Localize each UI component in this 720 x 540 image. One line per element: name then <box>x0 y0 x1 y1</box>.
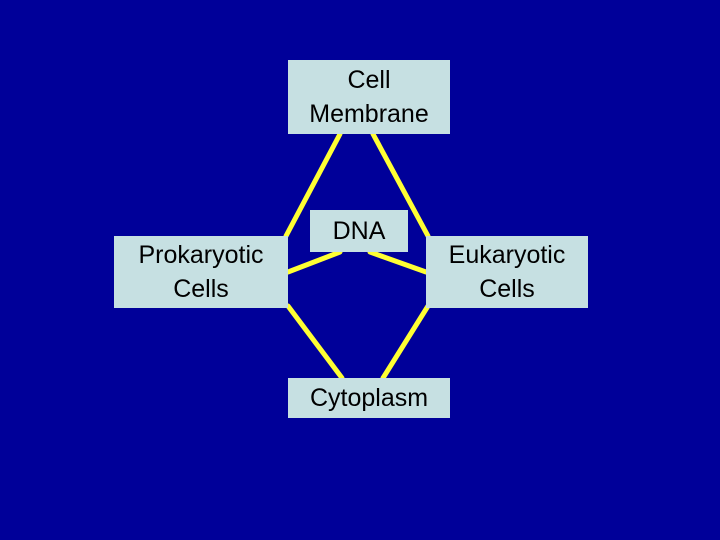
node-cytoplasm: Cytoplasm <box>288 378 450 418</box>
connector-membrane-prokaryotic <box>283 131 343 239</box>
connector-membrane-eukaryotic <box>370 131 431 239</box>
connector-eukaryotic-cytoplasm <box>380 303 431 381</box>
node-dna: DNA <box>310 210 408 252</box>
node-prokaryotic-cells: Prokaryotic Cells <box>114 236 288 308</box>
node-cell-membrane-label: Cell Membrane <box>309 66 429 128</box>
connector-prokaryotic-cytoplasm <box>285 303 345 381</box>
node-eukaryotic-cells: Eukaryotic Cells <box>426 236 588 308</box>
node-cell-membrane: Cell Membrane <box>288 60 450 134</box>
node-dna-label: DNA <box>332 217 386 245</box>
connector-dna-eukaryotic <box>367 249 429 275</box>
node-prokaryotic-cells-label: Prokaryotic Cells <box>138 241 264 303</box>
node-cytoplasm-label: Cytoplasm <box>309 384 429 412</box>
node-eukaryotic-cells-label: Eukaryotic Cells <box>448 241 566 303</box>
connector-prokaryotic-dna <box>285 249 343 275</box>
